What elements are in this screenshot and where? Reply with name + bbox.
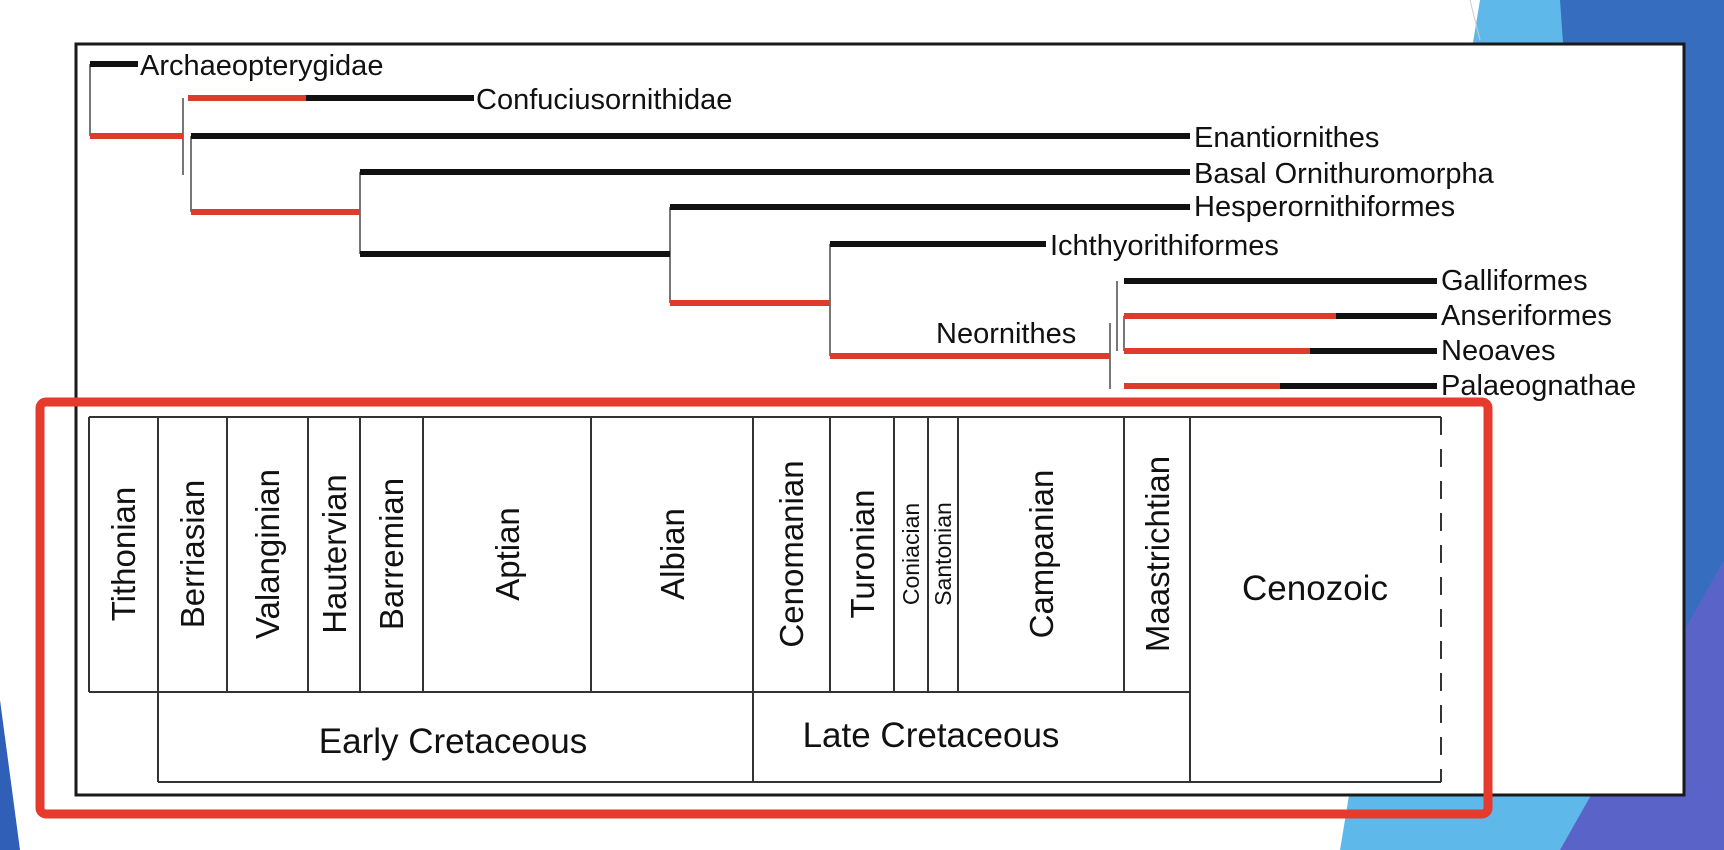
phylogenetic-tree: Archaeopterygidae Confuciusornithidae En… xyxy=(89,50,1636,402)
stage-label-valanginian: Valanginian xyxy=(249,469,286,639)
stage-labels: Tithonian Berriasian Valanginian Hauterv… xyxy=(105,456,1176,652)
stage-label-campanian: Campanian xyxy=(1023,470,1060,639)
background-shape-left xyxy=(0,700,20,850)
stage-label-turonian: Turonian xyxy=(844,489,881,618)
epoch-label-early-cretaceous: Early Cretaceous xyxy=(319,722,587,761)
stage-label-tithonian: Tithonian xyxy=(105,487,142,622)
stage-label-hautervian: Hautervian xyxy=(316,474,353,634)
stage-label-coniacian: Coniacian xyxy=(898,503,924,605)
taxon-label-palaeognathae: Palaeognathae xyxy=(1441,370,1636,402)
taxon-labels: Archaeopterygidae Confuciusornithidae En… xyxy=(140,50,1636,402)
clade-label-neornithes: Neornithes xyxy=(936,318,1076,350)
figure-frame xyxy=(74,42,1686,797)
geologic-timescale: Tithonian Berriasian Valanginian Hauterv… xyxy=(88,416,1442,783)
timescale-grid xyxy=(88,416,1442,783)
stage-label-santonian: Santonian xyxy=(930,502,956,606)
stage-label-barremian: Barremian xyxy=(373,478,410,630)
taxon-label-hesperornithiformes: Hesperornithiformes xyxy=(1194,191,1455,223)
taxon-label-galliformes: Galliformes xyxy=(1441,265,1588,297)
stage-label-albian: Albian xyxy=(654,508,691,600)
stage-label-cenomanian: Cenomanian xyxy=(773,460,810,647)
taxon-label-anseriformes: Anseriformes xyxy=(1441,300,1612,332)
taxon-label-neoaves: Neoaves xyxy=(1441,335,1555,367)
taxon-label-enantiornithes: Enantiornithes xyxy=(1194,122,1379,154)
tree-branches xyxy=(90,61,1437,389)
background-line xyxy=(1469,0,1481,41)
taxon-label-basal-ornithuromorpha: Basal Ornithuromorpha xyxy=(1194,158,1495,190)
stage-label-maastrichtian: Maastrichtian xyxy=(1139,456,1176,652)
stage-label-aptian: Aptian xyxy=(489,507,526,601)
taxon-label-archaeopterygidae: Archaeopterygidae xyxy=(140,50,383,82)
taxon-label-confuciusornithidae: Confuciusornithidae xyxy=(476,84,732,116)
epoch-label-late-cretaceous: Late Cretaceous xyxy=(803,716,1060,755)
taxon-label-ichthyorithiformes: Ichthyorithiformes xyxy=(1050,230,1279,262)
timescale-selection-box xyxy=(35,397,1493,819)
stage-label-berriasian: Berriasian xyxy=(174,480,211,629)
era-label-cenozoic: Cenozoic xyxy=(1242,569,1388,608)
